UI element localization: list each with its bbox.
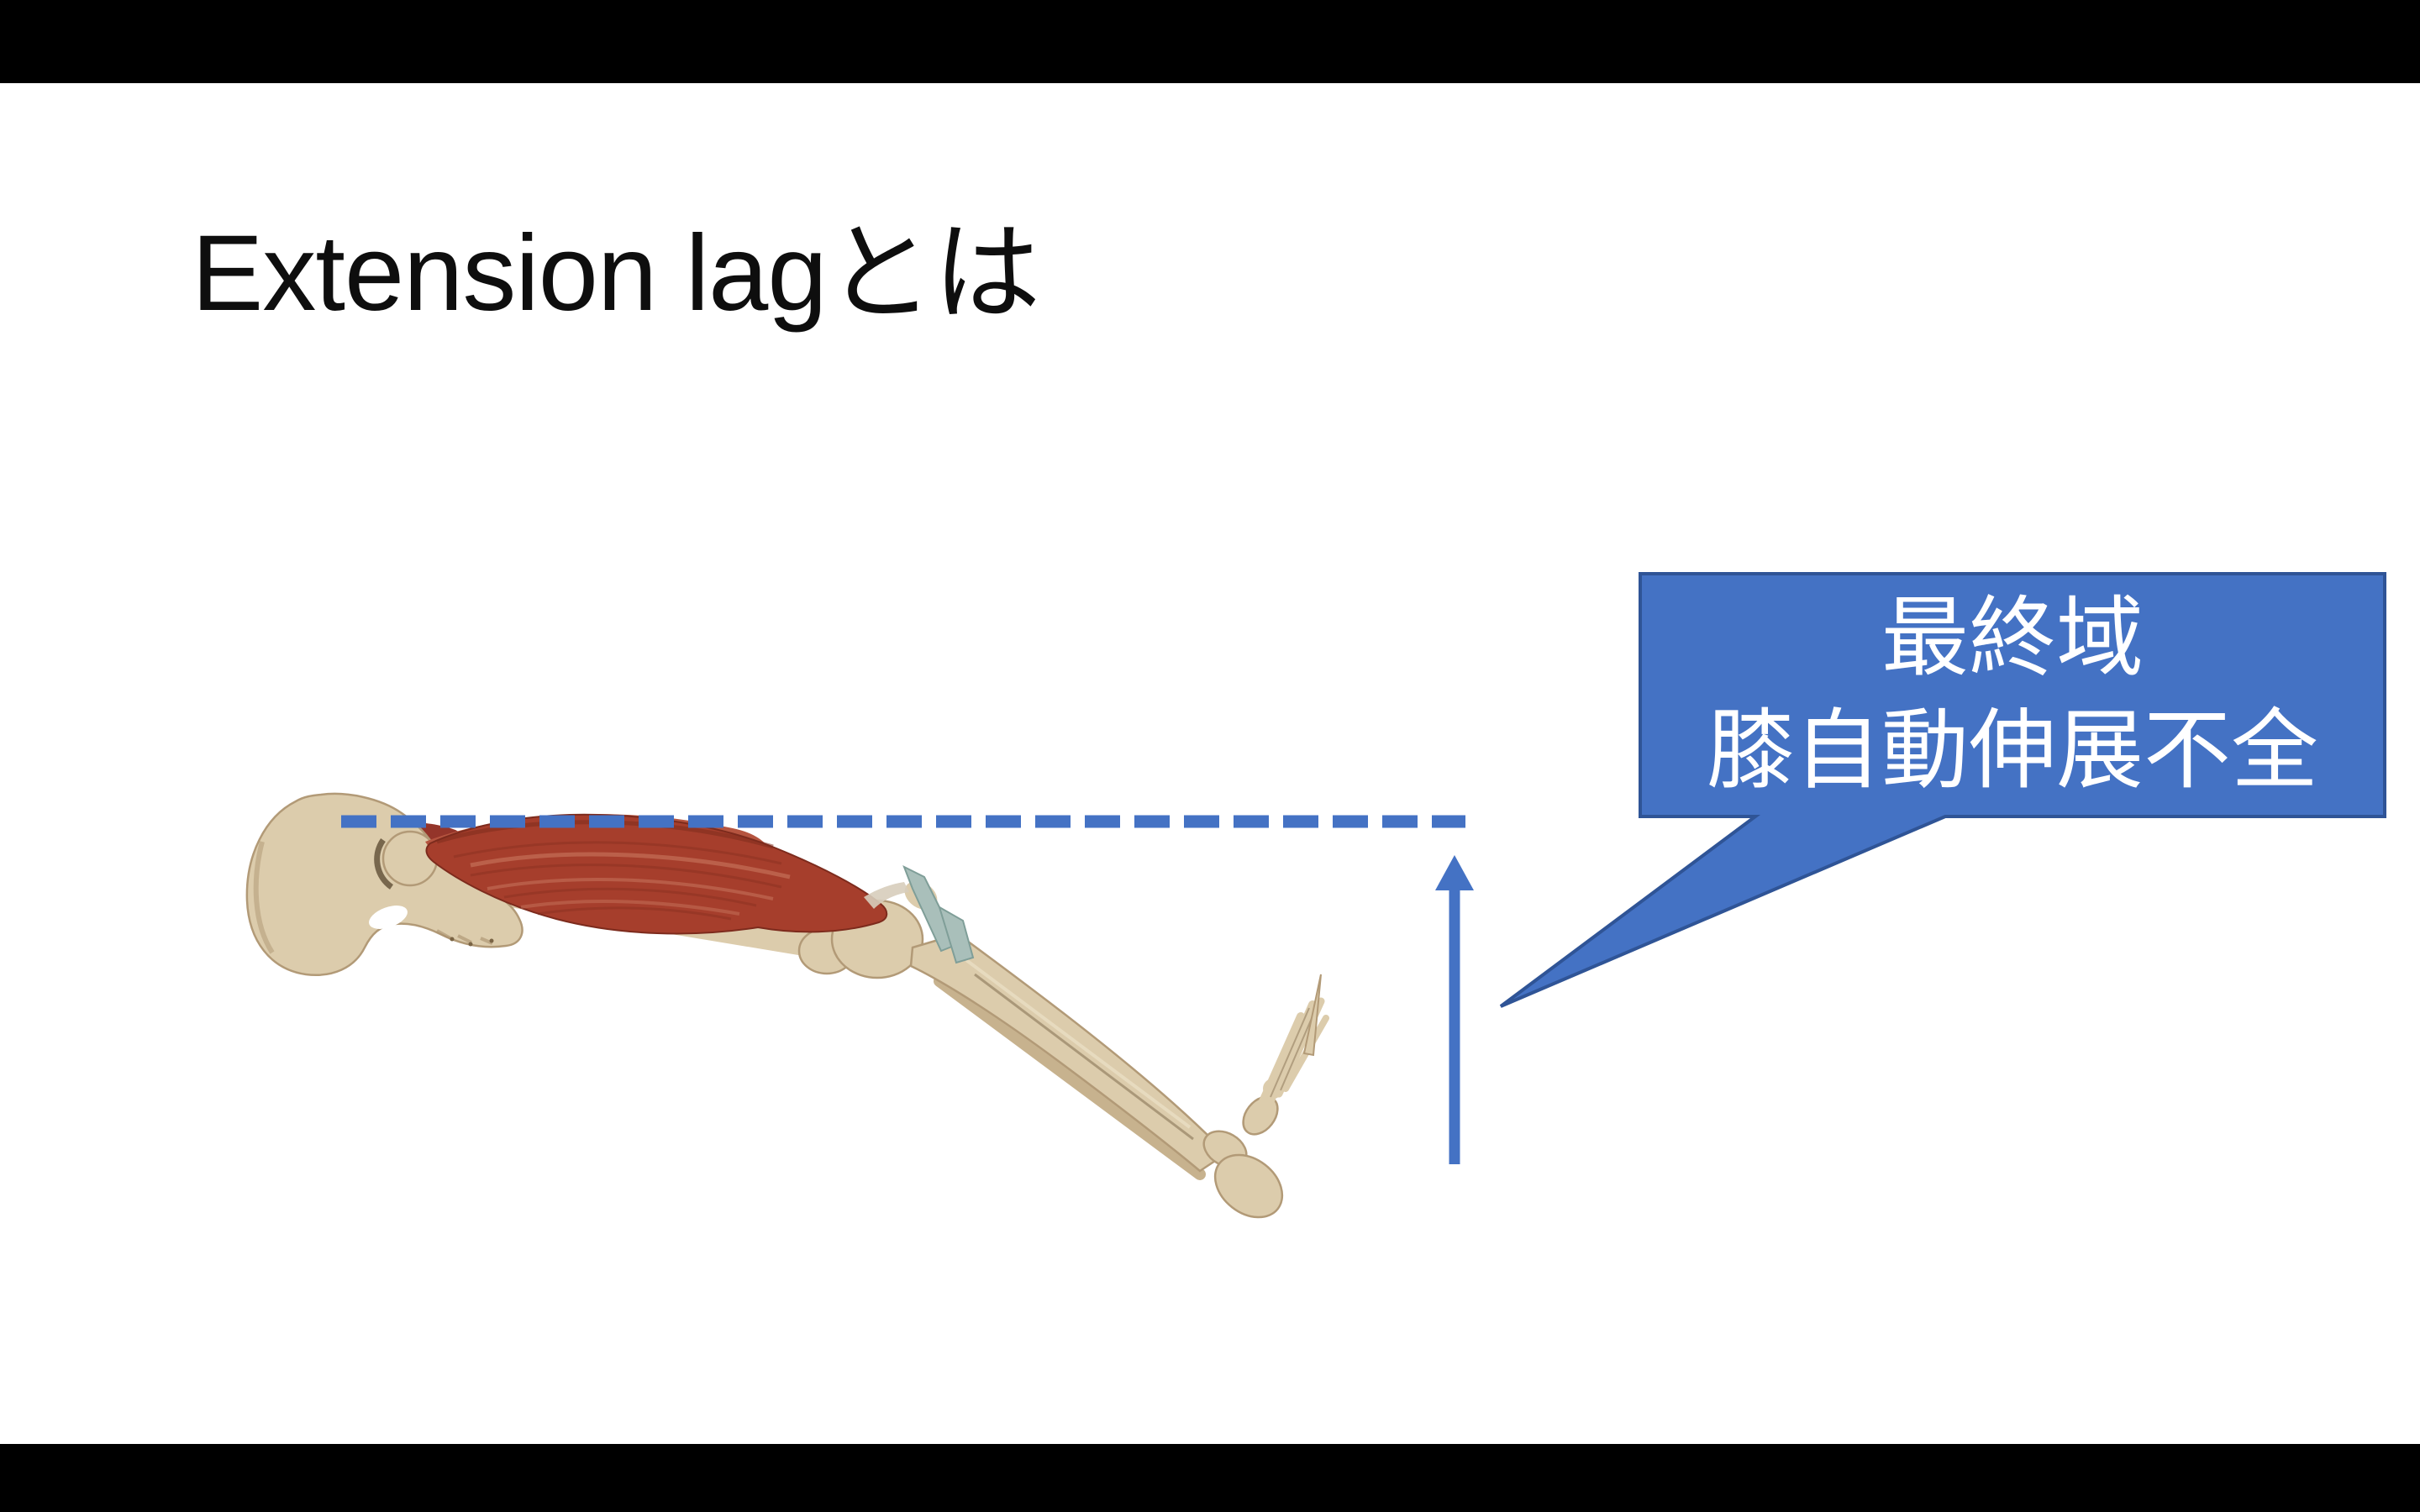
arrow-head [1435, 855, 1474, 890]
muscle-striation [453, 841, 782, 865]
muscle-striation [470, 864, 782, 889]
muscle-striation [537, 906, 732, 921]
metatarsal [1256, 1012, 1305, 1111]
leg-anatomy-figure [245, 792, 1329, 1219]
toe-spike [1302, 974, 1322, 1057]
muscle-highlight [520, 900, 740, 916]
callout-text: 最終域 膝自動伸展不全 [1640, 574, 2385, 816]
tibia [909, 932, 1222, 1173]
quadriceps-muscle [425, 813, 888, 935]
speech-bubble-callout [1499, 572, 2386, 1008]
muscle-highlight [487, 877, 774, 900]
slide-title: Extension lagとは [192, 213, 1040, 333]
toe-separator [1270, 1007, 1310, 1098]
knee-ligament [902, 864, 960, 953]
callout-line-2: 膝自動伸展不全 [1706, 701, 2318, 800]
callout-line-1: 最終域 [1881, 590, 2144, 688]
tibia-highlight [965, 958, 1192, 1129]
metatarsal [1266, 1000, 1317, 1105]
foot-skeleton [1202, 974, 1329, 1219]
quadriceps-tendon [864, 882, 909, 909]
femoral-head [381, 830, 439, 887]
letterbox-bottom [0, 1444, 2420, 1512]
pelvis-shading [253, 841, 275, 954]
obturator-gap [369, 906, 408, 929]
knee-ligament [938, 905, 975, 964]
bone-speckle [489, 938, 494, 943]
bone-speckle [468, 942, 473, 947]
muscle-striation [503, 887, 757, 907]
letterbox-top [0, 0, 2420, 83]
bone-speckle [450, 937, 455, 942]
muscle-highlight [470, 852, 791, 879]
hip-joint-line [374, 837, 394, 890]
calcaneus [1213, 1153, 1284, 1219]
up-arrow-icon [1435, 855, 1474, 1164]
tibia-ridge [974, 973, 1194, 1141]
fibula [934, 975, 1206, 1180]
